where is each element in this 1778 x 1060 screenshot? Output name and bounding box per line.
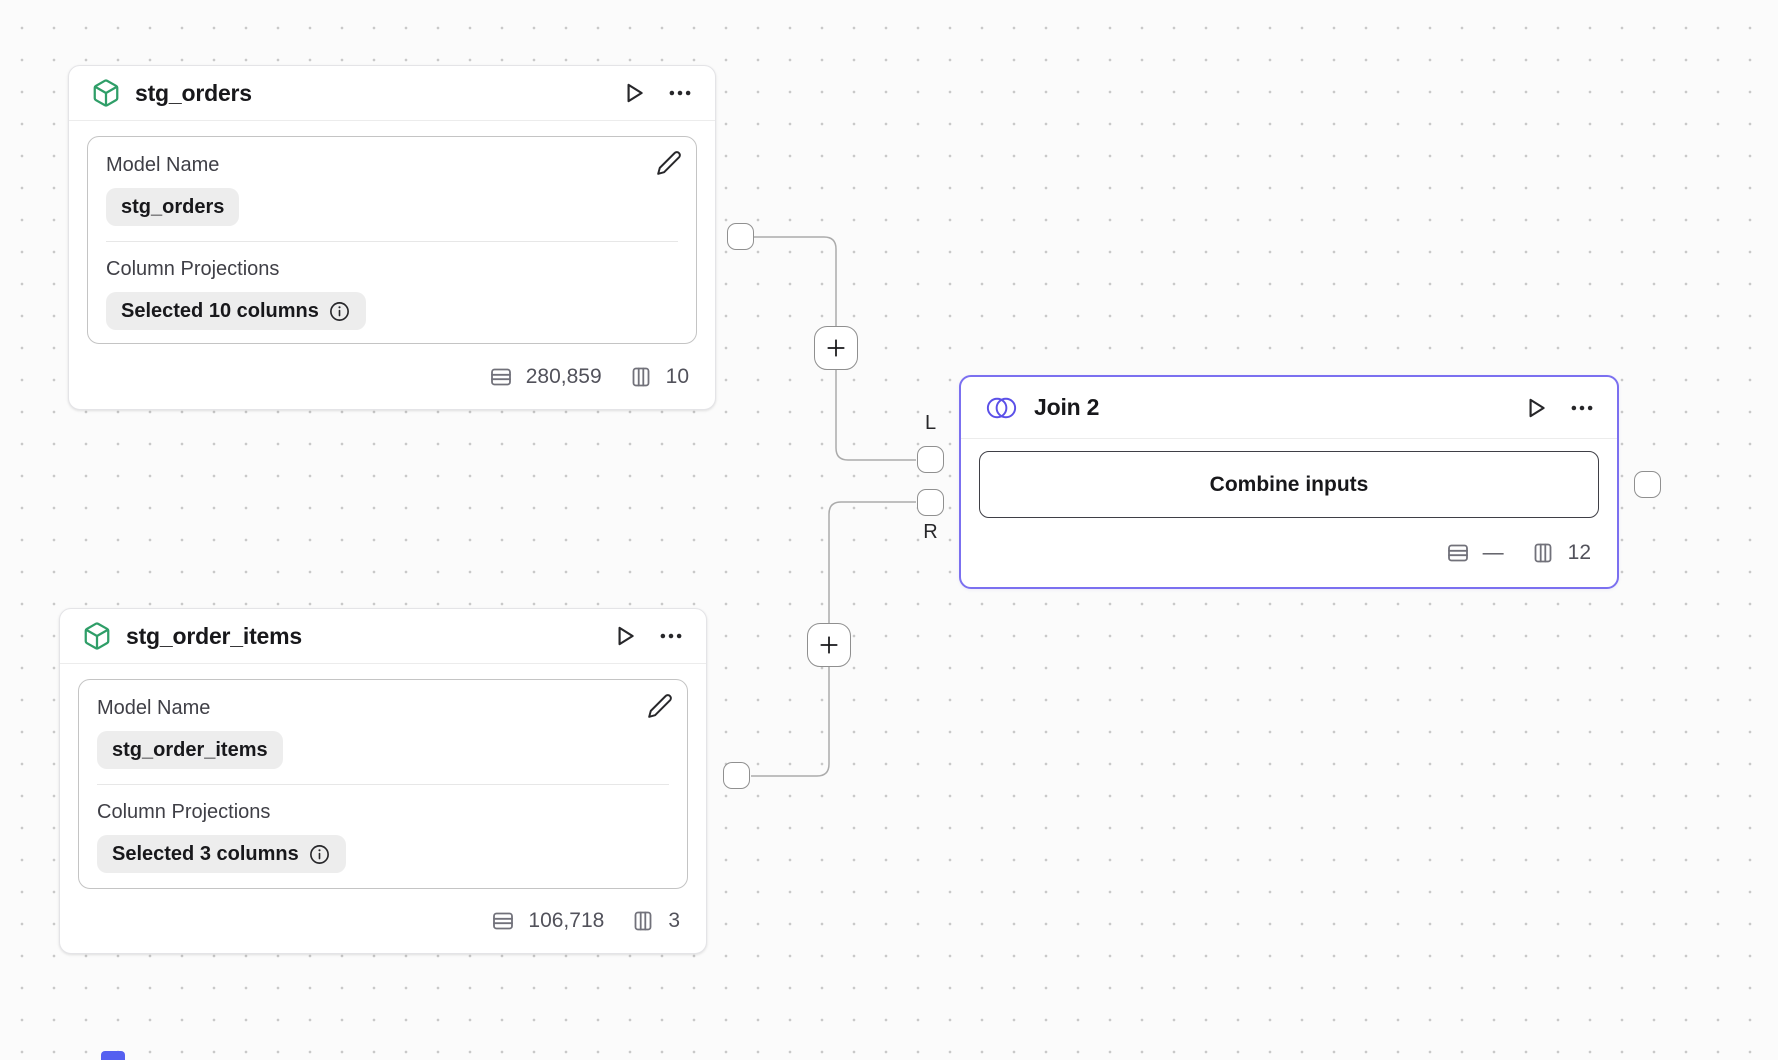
join-right-input-port[interactable] bbox=[917, 489, 944, 516]
card-divider bbox=[106, 241, 678, 242]
row-count: 280,859 bbox=[525, 364, 602, 388]
column-projections-label: Column Projections bbox=[97, 801, 271, 823]
column-count: 3 bbox=[668, 909, 680, 932]
run-node-button[interactable] bbox=[621, 80, 647, 106]
model-name-chip[interactable]: stg_orders bbox=[106, 188, 240, 226]
card-divider bbox=[97, 784, 669, 785]
model-name-chip[interactable]: stg_order_items bbox=[97, 731, 283, 769]
column-count: 10 bbox=[665, 364, 689, 388]
ellipsis-icon bbox=[669, 90, 691, 96]
pencil-icon bbox=[657, 151, 681, 175]
node-header: stg_orders bbox=[69, 66, 715, 121]
node-title: stg_order_items bbox=[126, 622, 302, 649]
edit-model-name-button[interactable] bbox=[656, 150, 682, 176]
node-stg-order-items[interactable]: stg_order_items Model Name stg_order_ite… bbox=[59, 608, 707, 954]
node-header: stg_order_items bbox=[60, 609, 706, 664]
plus-icon bbox=[827, 339, 845, 357]
rows-icon bbox=[493, 912, 514, 930]
column-count: 12 bbox=[1567, 541, 1591, 564]
join-left-input-port[interactable] bbox=[917, 446, 944, 473]
model-name-label: Model Name bbox=[106, 154, 220, 176]
column-projections-chip[interactable]: Selected 10 columns bbox=[106, 292, 366, 330]
columns-icon bbox=[632, 367, 650, 386]
info-icon bbox=[309, 844, 329, 864]
node-stats-footer: 106,718 3 bbox=[60, 889, 706, 953]
model-name-label: Model Name bbox=[97, 697, 211, 719]
columns-icon bbox=[634, 911, 652, 931]
left-port-label: L bbox=[924, 412, 937, 434]
column-projections-label: Column Projections bbox=[106, 258, 280, 280]
column-projections-value: Selected 3 columns bbox=[112, 842, 299, 865]
combine-inputs-button[interactable]: Combine inputs bbox=[979, 451, 1599, 518]
plus-icon bbox=[820, 636, 838, 654]
rows-icon bbox=[490, 368, 511, 385]
node-stats-footer: — 12 bbox=[961, 519, 1617, 587]
row-count: 106,718 bbox=[528, 909, 605, 932]
clipped-node-fragment bbox=[101, 1051, 125, 1060]
output-port-stg-orders[interactable] bbox=[727, 223, 754, 250]
column-projections-value: Selected 10 columns bbox=[121, 299, 319, 322]
node-stats-footer: 280,859 10 bbox=[69, 344, 715, 409]
columns-icon bbox=[1534, 543, 1552, 563]
run-node-button[interactable] bbox=[1523, 395, 1549, 421]
output-port-join[interactable] bbox=[1634, 471, 1661, 498]
play-icon bbox=[618, 626, 634, 646]
rows-icon bbox=[1447, 544, 1468, 562]
node-menu-button[interactable] bbox=[658, 623, 684, 649]
play-icon bbox=[1529, 398, 1545, 417]
cube-icon bbox=[82, 621, 112, 651]
add-node-on-edge-button[interactable] bbox=[814, 326, 858, 370]
join-icon bbox=[983, 394, 1020, 422]
node-header: Join 2 bbox=[961, 377, 1617, 439]
node-menu-button[interactable] bbox=[1569, 395, 1595, 421]
node-join-2[interactable]: Join 2 Combine inputs — 12 bbox=[959, 375, 1619, 589]
node-config-card: Model Name stg_orders Column Projections… bbox=[87, 136, 697, 344]
node-config-card: Model Name stg_order_items Column Projec… bbox=[78, 679, 688, 889]
row-count: — bbox=[1482, 541, 1504, 564]
cube-icon bbox=[91, 78, 121, 108]
ellipsis-icon bbox=[1571, 405, 1593, 410]
run-node-button[interactable] bbox=[612, 623, 638, 649]
node-title: Join 2 bbox=[1034, 394, 1100, 420]
node-stg-orders[interactable]: stg_orders Model Name stg_orders Column … bbox=[68, 65, 716, 410]
add-node-on-edge-button[interactable] bbox=[807, 623, 851, 667]
edit-model-name-button[interactable] bbox=[647, 693, 673, 719]
pencil-icon bbox=[648, 694, 672, 718]
play-icon bbox=[627, 83, 643, 103]
node-menu-button[interactable] bbox=[667, 80, 693, 106]
info-icon bbox=[329, 301, 349, 321]
right-port-label: R bbox=[923, 521, 938, 543]
column-projections-chip[interactable]: Selected 3 columns bbox=[97, 835, 346, 873]
node-title: stg_orders bbox=[135, 79, 252, 106]
ellipsis-icon bbox=[660, 633, 682, 639]
output-port-stg-order-items[interactable] bbox=[723, 762, 750, 789]
